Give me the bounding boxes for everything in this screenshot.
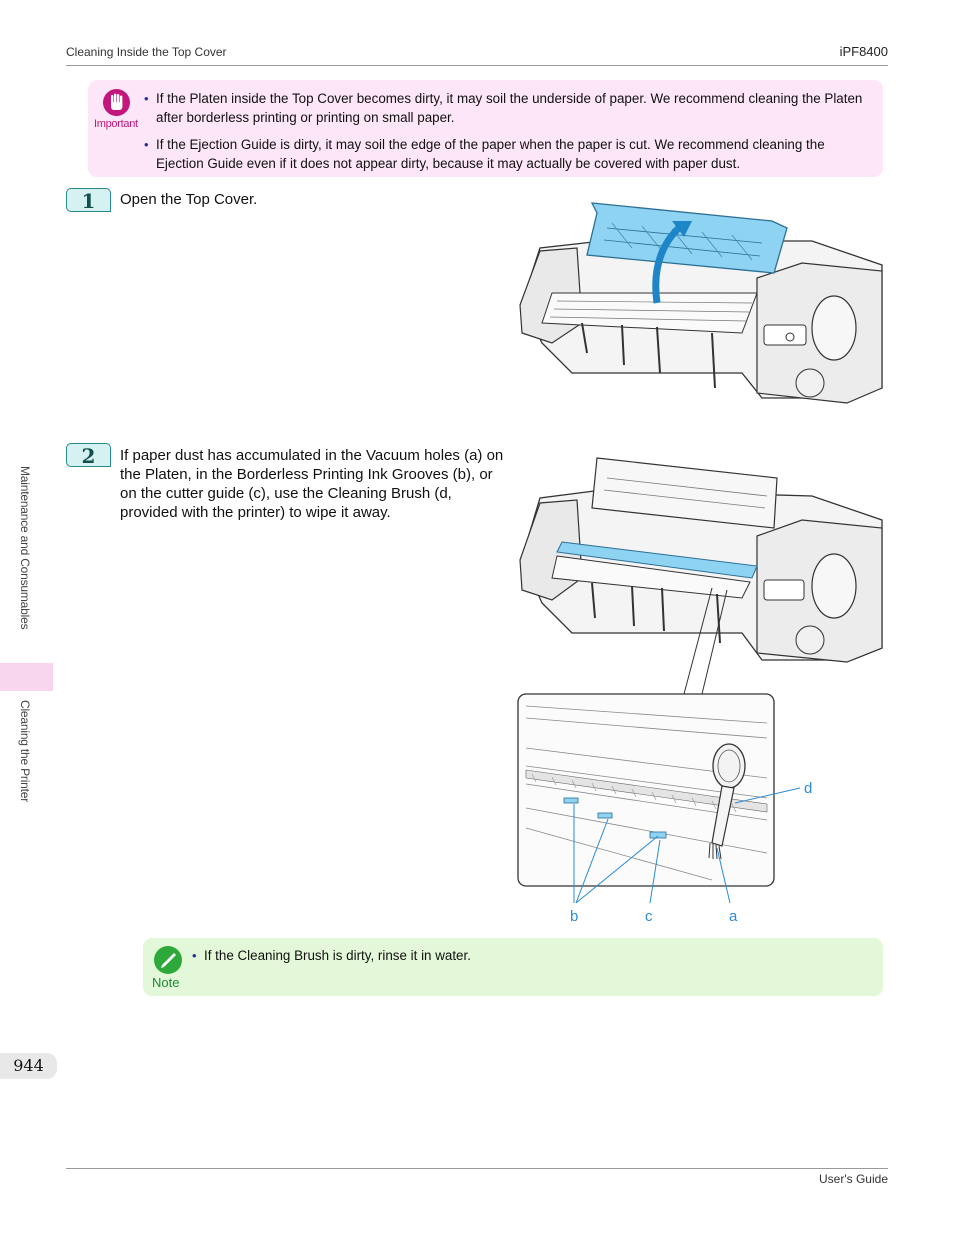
header-divider [66,65,888,66]
bullet-icon: • [144,91,149,106]
note-label: Note [152,975,180,990]
header-section-title: Cleaning Inside the Top Cover [66,45,227,59]
callout-d: d [804,780,813,797]
footer-guide-title: User's Guide [819,1172,888,1186]
callout-c: c [645,908,653,925]
pencil-check-icon [154,946,182,974]
printer-open-cover-illustration [519,202,883,404]
side-tab-chapter[interactable]: Maintenance and Consumables [18,466,32,630]
important-item-1-text: If the Platen inside the Top Cover becom… [156,91,863,125]
step-1-number: 1 [66,188,111,213]
note-item-1: • If the Cleaning Brush is dirty, rinse … [192,946,864,965]
side-tab-section[interactable]: Cleaning the Printer [18,700,32,803]
step-2-number: 2 [66,443,111,468]
important-item-1: • If the Platen inside the Top Cover bec… [144,89,871,127]
hand-stop-icon [103,89,130,116]
important-item-2-text: If the Ejection Guide is dirty, it may s… [156,137,825,171]
printer-platen-cleaning-illustration [517,457,883,904]
important-box [88,80,883,177]
footer-divider [66,1168,888,1169]
important-item-2: • If the Ejection Guide is dirty, it may… [144,135,871,173]
bullet-icon: • [192,948,197,963]
callout-a: a [729,908,738,925]
page-number: 944 [0,1053,57,1079]
callout-b: b [570,908,579,925]
header-model: iPF8400 [839,44,888,59]
step-1-text: Open the Top Cover. [120,191,258,208]
side-tab-active-marker [0,663,53,691]
important-label: Important [94,118,138,130]
step-2-text: If paper dust has accumulated in the Vac… [120,447,504,521]
bullet-icon: • [144,137,149,152]
note-box [143,938,883,996]
note-item-1-text: If the Cleaning Brush is dirty, rinse it… [204,948,471,963]
